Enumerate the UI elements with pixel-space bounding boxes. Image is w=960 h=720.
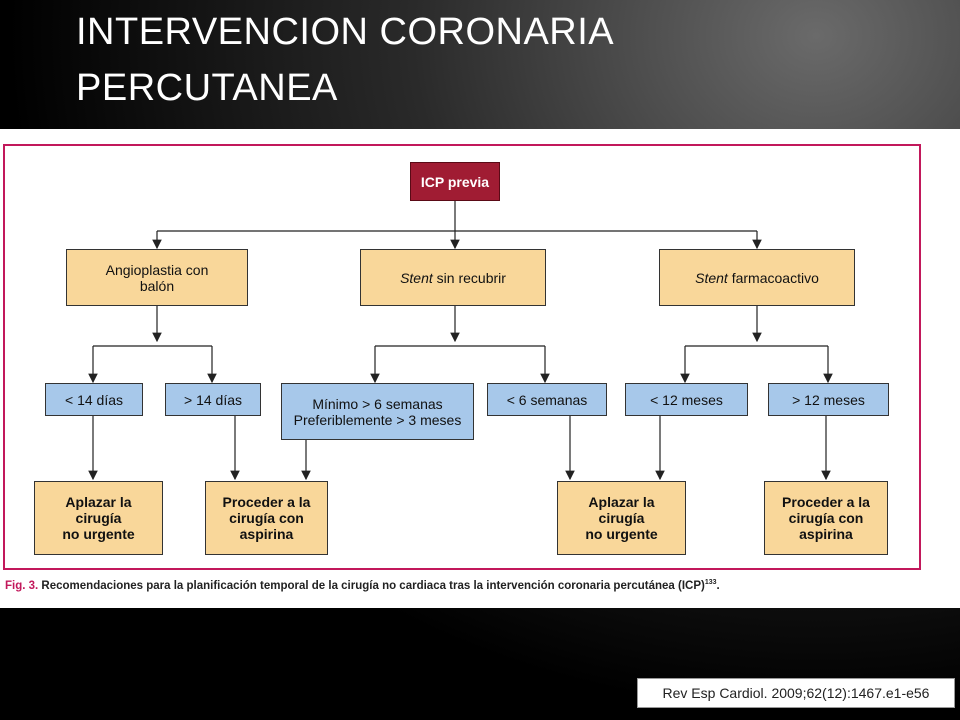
- caption-reference: 133: [704, 579, 717, 586]
- root-node-icp-previa: ICP previa: [410, 162, 500, 201]
- node-label: Aplazar la: [588, 494, 655, 510]
- node-label: Preferiblemente > 3 meses: [293, 411, 462, 428]
- node-postpone-surgery-right: Aplazar la cirugía no urgente: [557, 481, 686, 555]
- node-label: Proceder a la: [782, 494, 870, 510]
- root-node-label: ICP previa: [420, 173, 490, 190]
- node-label: sin recubrir: [432, 269, 506, 286]
- caption-end: .: [716, 579, 720, 592]
- node-drug-eluting-stent: Stent farmacoactivo: [659, 249, 855, 306]
- caption-figure-number: Fig. 3.: [5, 579, 39, 592]
- node-label: balón: [139, 277, 175, 294]
- node-label: no urgente: [585, 526, 658, 542]
- node-label: < 14 días: [65, 391, 123, 408]
- slide-title: INTERVENCION CORONARIA PERCUTANEA: [76, 4, 896, 116]
- slide-title-line2: PERCUTANEA: [76, 67, 338, 109]
- node-postpone-surgery-left: Aplazar la cirugía no urgente: [34, 481, 163, 555]
- diagram-frame: [3, 144, 921, 570]
- slide-title-line1: INTERVENCION CORONARIA: [76, 11, 615, 53]
- citation-box: Rev Esp Cardiol. 2009;62(12):1467.e1-e56: [637, 678, 955, 708]
- node-less-6-weeks: < 6 semanas: [487, 383, 607, 416]
- node-bare-metal-stent: Stent sin recubrir: [360, 249, 546, 306]
- node-label: > 14 días: [184, 391, 242, 408]
- citation-text: Rev Esp Cardiol. 2009;62(12):1467.e1-e56: [662, 685, 930, 701]
- node-label-italic: Stent: [695, 269, 728, 286]
- figure-panel: ICP previa Angioplastia con balón Stent …: [0, 129, 960, 608]
- node-label: < 12 meses: [650, 391, 723, 408]
- node-ge-14-days: > 14 días: [165, 383, 261, 416]
- node-label: cirugía con: [229, 510, 304, 526]
- node-label: aspirina: [239, 526, 294, 542]
- node-label: cirugía con: [788, 510, 864, 526]
- node-label: Proceder a la: [222, 494, 311, 510]
- node-label: > 12 meses: [792, 391, 865, 408]
- node-label: cirugía: [75, 510, 122, 526]
- node-less-14-days: < 14 días: [45, 383, 143, 416]
- node-angioplasty-balloon: Angioplastia con balón: [66, 249, 248, 306]
- node-ge-12-months: > 12 meses: [768, 383, 889, 416]
- node-less-12-months: < 12 meses: [625, 383, 748, 416]
- node-label: Angioplastia con: [105, 261, 209, 278]
- node-proceed-surgery-left: Proceder a la cirugía con aspirina: [205, 481, 328, 555]
- node-label: farmacoactivo: [727, 269, 819, 286]
- figure-caption: Fig. 3. Recomendaciones para la planific…: [5, 579, 905, 592]
- node-label: < 6 semanas: [506, 391, 588, 408]
- caption-text: Recomendaciones para la planificación te…: [38, 579, 705, 592]
- node-min-6-weeks: Mínimo > 6 semanas Preferiblemente > 3 m…: [281, 383, 474, 440]
- node-label: Mínimo > 6 semanas: [312, 395, 443, 412]
- node-label: cirugía: [598, 510, 645, 526]
- node-label: aspirina: [799, 526, 853, 542]
- connector-lines: [88, 201, 833, 481]
- node-label: Aplazar la: [65, 494, 132, 510]
- node-proceed-surgery-right: Proceder a la cirugía con aspirina: [764, 481, 888, 555]
- node-label-italic: Stent: [400, 269, 433, 286]
- node-label: no urgente: [62, 526, 135, 542]
